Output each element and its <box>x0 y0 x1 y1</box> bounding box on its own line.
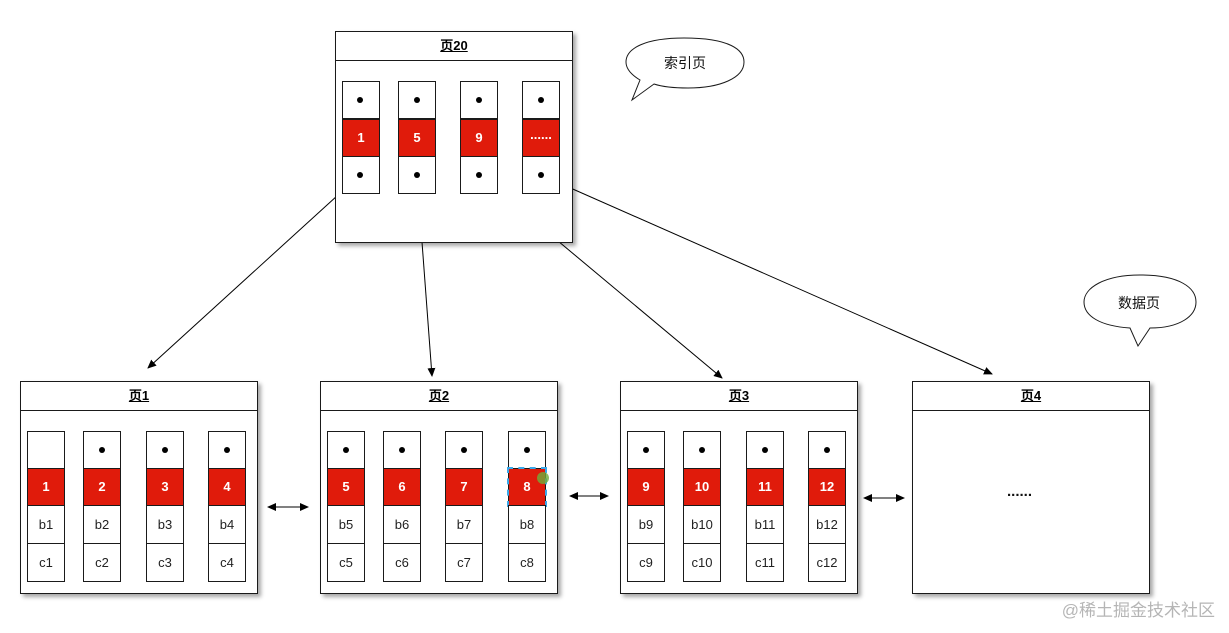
pointer-dot <box>224 447 230 453</box>
record-b-cell: b10 <box>683 505 721 544</box>
record-c-cell: c9 <box>627 543 665 582</box>
pointer-dot <box>476 97 482 103</box>
pointer-dot <box>824 447 830 453</box>
record-b-cell: b6 <box>383 505 421 544</box>
data-page-4: 页4 <box>912 381 1150 594</box>
record-b-cell: b7 <box>445 505 483 544</box>
index-key-cell: 1 <box>342 119 380 157</box>
record-c-cell: c11 <box>746 543 784 582</box>
pointer-dot <box>414 172 420 178</box>
pointer-dot <box>643 447 649 453</box>
record-c-cell: c1 <box>27 543 65 582</box>
record-b-cell: b12 <box>808 505 846 544</box>
data-page-4-placeholder: ...... <box>1007 483 1033 500</box>
data-page-4-title: 页4 <box>913 382 1149 411</box>
record-c-cell: c7 <box>445 543 483 582</box>
pointer-dot <box>762 447 768 453</box>
data-page-bubble-label: 数据页 <box>1118 295 1160 311</box>
pointer-dot <box>524 447 530 453</box>
watermark-text: @稀土掘金技术社区 <box>1061 601 1215 620</box>
index-key-cell: 9 <box>460 119 498 157</box>
pointer-arrow-to-page1 <box>147 174 361 369</box>
record-key-cell: 9 <box>627 468 665 506</box>
record-c-cell: c2 <box>83 543 121 582</box>
record-b-cell: b11 <box>746 505 784 544</box>
index-next-pointer-cell <box>460 81 498 119</box>
pointer-dot <box>343 447 349 453</box>
pointer-dot <box>461 447 467 453</box>
pointer-dot <box>476 172 482 178</box>
record-c-cell: c4 <box>208 543 246 582</box>
record-b-cell: b4 <box>208 505 246 544</box>
pointer-dot <box>357 172 363 178</box>
record-key-cell: 6 <box>383 468 421 506</box>
index-page-title: 页20 <box>336 32 572 61</box>
record-key-cell: 2 <box>83 468 121 506</box>
data-page-1-title: 页1 <box>21 382 257 411</box>
record-key-cell: 4 <box>208 468 246 506</box>
record-key-cell: 11 <box>746 468 784 506</box>
record-key-cell: 5 <box>327 468 365 506</box>
pointer-dot <box>414 97 420 103</box>
data-page-2-title: 页2 <box>321 382 557 411</box>
selection-handle-icon[interactable] <box>537 472 549 484</box>
data-page-3-title: 页3 <box>621 382 857 411</box>
pointer-dot <box>699 447 705 453</box>
index-page-callout-bubble <box>625 37 745 102</box>
record-key-cell: 12 <box>808 468 846 506</box>
record-b-cell: b2 <box>83 505 121 544</box>
data-page-callout-bubble <box>1083 274 1197 348</box>
record-key-cell: 10 <box>683 468 721 506</box>
record-b-cell: b5 <box>327 505 365 544</box>
record-b-cell: b8 <box>508 505 546 544</box>
pointer-dot <box>99 447 105 453</box>
record-b-cell: b1 <box>27 505 65 544</box>
index-key-cell: ...... <box>522 119 560 157</box>
index-child-pointer-cell <box>522 156 560 194</box>
index-key-cell: 5 <box>398 119 436 157</box>
record-b-cell: b3 <box>146 505 184 544</box>
pointer-dot <box>399 447 405 453</box>
record-key-cell: 3 <box>146 468 184 506</box>
record-c-cell: c5 <box>327 543 365 582</box>
record-c-cell: c10 <box>683 543 721 582</box>
pointer-dot <box>538 172 544 178</box>
record-b-cell: b9 <box>627 505 665 544</box>
record-c-cell: c8 <box>508 543 546 582</box>
record-c-cell: c3 <box>146 543 184 582</box>
record-c-cell: c12 <box>808 543 846 582</box>
pointer-arrow-to-page4 <box>540 174 993 375</box>
pointer-dot <box>357 97 363 103</box>
record-c-cell: c6 <box>383 543 421 582</box>
pointer-dot <box>162 447 168 453</box>
pointer-dot <box>538 97 544 103</box>
record-key-cell: 1 <box>27 468 65 506</box>
record-key-cell: 7 <box>445 468 483 506</box>
index-page-bubble-label: 索引页 <box>664 55 706 71</box>
next-pointer-cell <box>27 431 65 469</box>
